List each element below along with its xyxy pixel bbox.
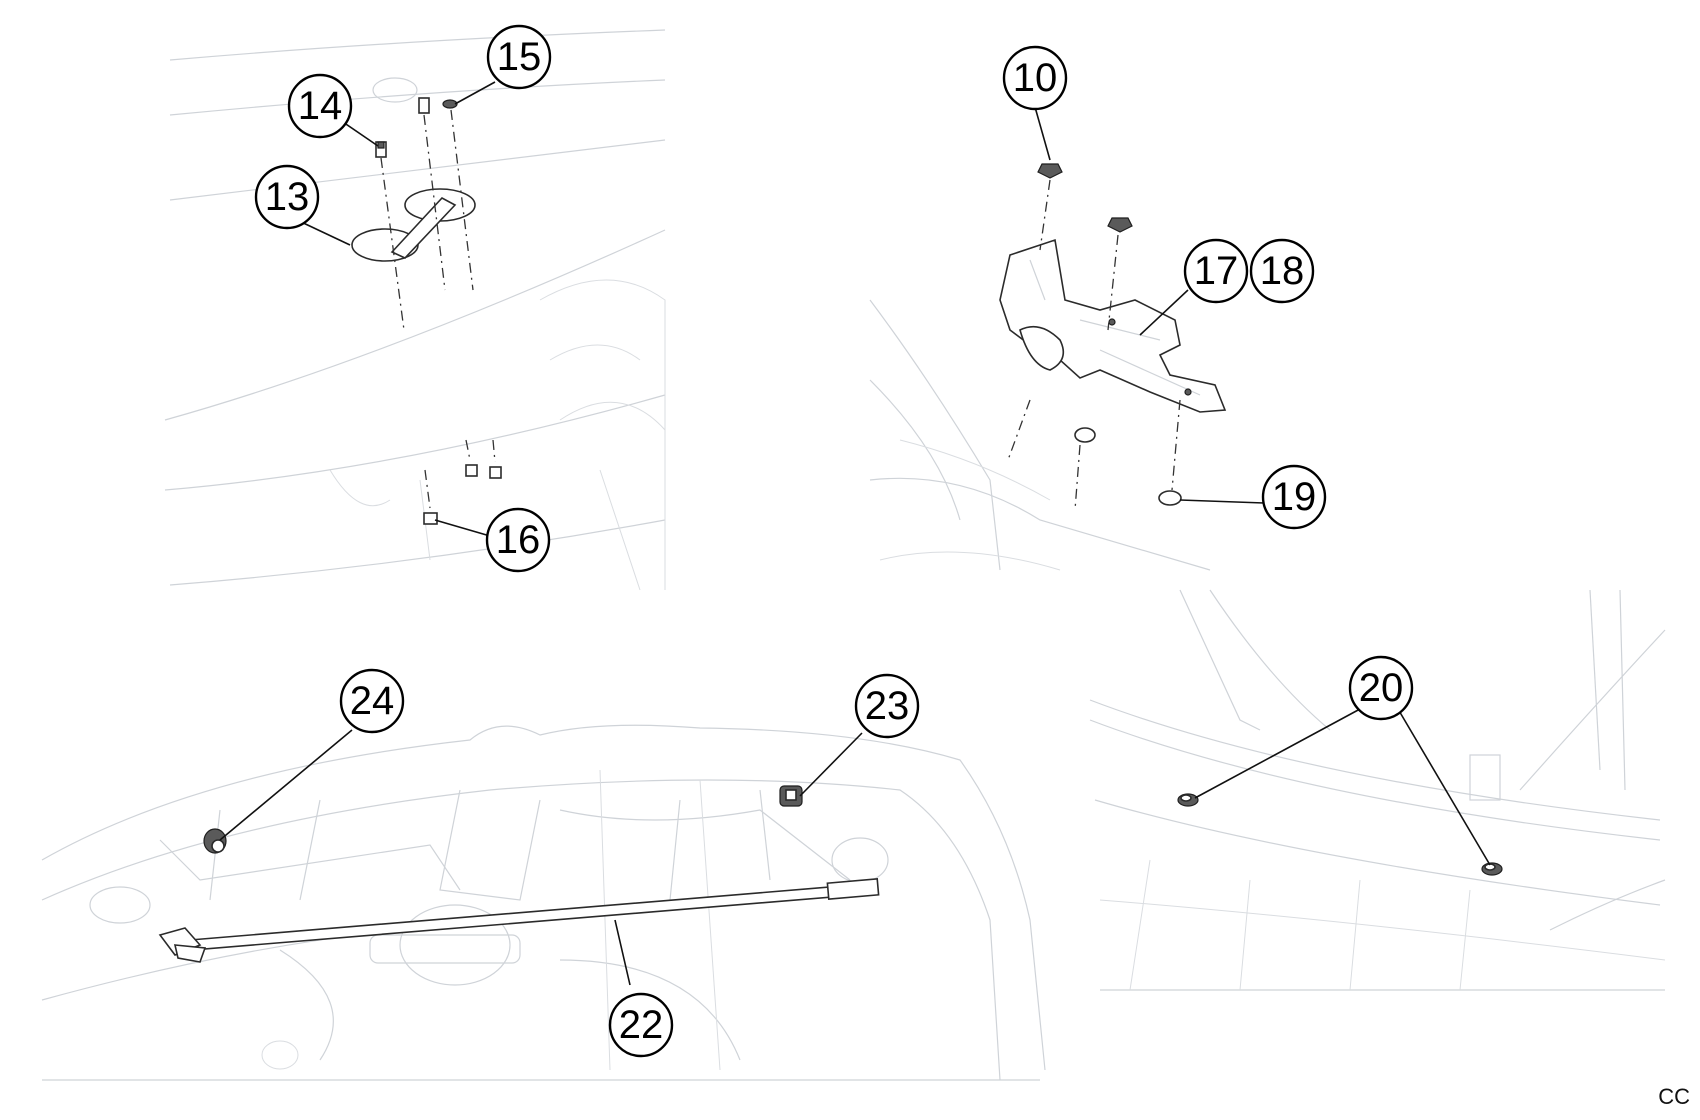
svg-text:20: 20 xyxy=(1359,666,1404,710)
callout-18: 18 xyxy=(1249,238,1315,304)
gas-strut xyxy=(158,877,880,963)
striker-bracket xyxy=(351,188,476,262)
hood-outline xyxy=(41,724,1046,1081)
callout-13: 13 xyxy=(254,164,320,230)
svg-text:14: 14 xyxy=(298,84,343,128)
leaders xyxy=(1034,106,1265,504)
assembly-lines xyxy=(1007,179,1181,511)
corner-code: CC xyxy=(1658,1084,1690,1109)
callout-17: 17 xyxy=(1183,238,1249,304)
fasteners xyxy=(375,97,502,525)
callout-22: 22 xyxy=(608,992,674,1058)
svg-text:24: 24 xyxy=(350,679,395,723)
svg-text:18: 18 xyxy=(1260,249,1305,293)
leaders xyxy=(1194,708,1491,866)
leaders xyxy=(296,81,496,537)
callout-20: 20 xyxy=(1348,655,1414,721)
svg-text:17: 17 xyxy=(1194,249,1239,293)
callout-16: 16 xyxy=(485,507,551,573)
panel-cowl-bumpers: 20 xyxy=(1089,589,1666,991)
clips xyxy=(203,785,803,854)
background-body-outline xyxy=(869,299,1211,571)
leaders xyxy=(219,729,863,986)
callout-14: 14 xyxy=(287,73,353,139)
svg-text:13: 13 xyxy=(265,175,310,219)
callout-10: 10 xyxy=(1002,45,1068,111)
callout-23: 23 xyxy=(854,673,920,739)
svg-text:23: 23 xyxy=(865,684,910,728)
assembly-lines xyxy=(380,109,496,509)
background-body-outline xyxy=(1089,589,1666,991)
panel-hinge-bracket: 10 17 18 19 xyxy=(869,45,1327,571)
svg-text:19: 19 xyxy=(1272,475,1317,519)
svg-text:16: 16 xyxy=(496,518,541,562)
svg-text:15: 15 xyxy=(497,35,542,79)
callout-24: 24 xyxy=(339,668,405,734)
callout-15: 15 xyxy=(486,24,552,90)
svg-text:10: 10 xyxy=(1013,56,1058,100)
hinge-bracket-part xyxy=(999,238,1227,413)
fasteners xyxy=(1037,163,1182,506)
panel-hood-underside: 24 23 22 xyxy=(41,668,1046,1081)
panel-striker-assembly: 13 14 15 16 xyxy=(164,24,666,591)
callout-19: 19 xyxy=(1261,464,1327,530)
background-body-outline xyxy=(164,29,666,591)
rubber-bumpers xyxy=(1177,793,1503,876)
svg-text:22: 22 xyxy=(619,1003,664,1047)
